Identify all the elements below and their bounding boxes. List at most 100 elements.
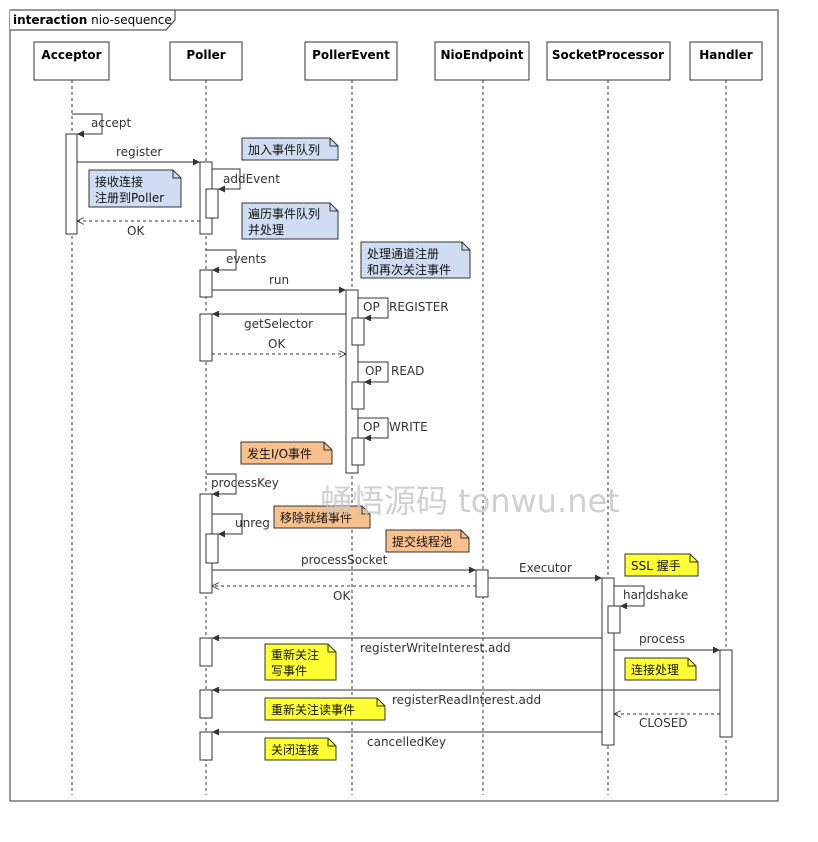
activation-poller [199,637,213,667]
note-text: 重新关注 [271,647,319,662]
participant-label: PollerEvent [312,48,390,62]
activation-socket-processor-nested [607,605,621,634]
note-conn-handle: 连接处理 [624,657,697,681]
arrow-events [206,249,237,274]
activation-poller [199,313,213,362]
note-remove-ready: 移除就绪事件 [273,505,371,529]
op-prefix: OP [365,364,382,378]
note-text: SSL 握手 [631,558,681,573]
participant-nio-endpoint: NioEndpoint [434,41,530,81]
activations [65,133,733,761]
note-text: 重新关注读事件 [271,702,355,717]
arrow-handshake [614,585,645,610]
note-text: 发生I/O事件 [247,446,312,461]
participant-handler: Handler [689,41,763,81]
msg-label-ok2: OK [268,337,286,351]
msg-label-process-socket: processSocket [301,553,388,567]
note-ssl: SSL 握手 [624,553,699,577]
op-prefix: OP [363,300,380,314]
note-submit-pool: 提交线程池 [385,529,470,553]
watermark: 蛹悟源码 tonwu.net [320,482,620,520]
arrow-accept [72,113,103,138]
participant-acceptor: Acceptor [33,41,110,81]
activation-handler [719,649,733,738]
notes: 加入事件队列 接收连接 注册到Poller 遍历事件队列 并处理 处理通道注册 … [88,137,699,761]
arrow-process-key [206,473,237,498]
interaction-frame [9,9,779,802]
activation-acceptor [65,133,78,235]
activation-poller-nested [205,533,219,564]
msg-label-closed: CLOSED [639,716,688,730]
msg-label-process: process [639,632,685,646]
activation-poller-event-nested [351,437,365,466]
msg-label-handshake: handshake [623,588,688,602]
note-text: 连接处理 [631,662,679,677]
participant-label: Handler [699,48,753,62]
note-channel-reg: 处理通道注册 和再次关注事件 [360,241,471,279]
note-text: 注册到Poller [95,190,164,205]
msg-label-unreg: unreg [235,516,270,530]
message-labels: accept register addEvent OK events run O… [91,116,688,749]
msg-label-register-write: registerWriteInterest.add [360,641,511,655]
msg-label-ok1: OK [127,224,145,238]
note-accept-conn: 接收连接 注册到Poller [88,169,182,208]
note-text: 提交线程池 [392,534,452,549]
msg-label-ok3: OK [333,589,351,603]
activation-poller [199,269,213,298]
arrow-op-register [358,297,389,322]
msg-label-op-read: READ [391,364,424,378]
frame-tab [10,9,176,31]
msg-label-cancelled-key: cancelledKey [367,735,446,749]
note-reread: 重新关注读事件 [264,697,386,721]
msg-label-get-selector: getSelector [244,317,313,331]
note-text: 关闭连接 [271,742,319,757]
activation-poller [199,731,213,761]
message-arrows [72,113,720,736]
arrow-add-event [212,168,241,193]
msg-label-events: events [226,252,266,266]
msg-label-run: run [269,273,289,287]
participant-label: Poller [186,48,225,62]
msg-label-register-read: registerReadInterest.add [392,693,541,707]
activation-poller-event-nested [351,381,365,410]
activation-poller-nested [205,188,219,219]
participant-poller: Poller [169,41,243,81]
activation-socket-processor [601,577,615,746]
participant-poller-event: PollerEvent [304,41,398,81]
note-close-conn: 关闭连接 [264,737,337,761]
msg-label-op-write: WRITE [389,420,428,434]
msg-label-process-key: processKey [211,476,279,490]
participant-label: SocketProcessor [552,48,664,62]
note-text: 遍历事件队列 [248,206,320,221]
note-text: 和再次关注事件 [367,262,451,277]
note-text: 加入事件队列 [248,142,320,157]
arrow-op-write [358,417,389,442]
note-text: 移除就绪事件 [280,510,352,525]
frame-keyword: interaction [13,13,87,27]
activation-poller-event-nested [351,317,365,346]
note-traverse: 遍历事件队列 并处理 [241,202,339,240]
msg-label-add-event: addEvent [223,172,280,186]
note-text: 处理通道注册 [367,246,439,261]
note-text: 接收连接 [95,174,143,189]
note-text: 写事件 [271,664,307,678]
msg-label-accept: accept [91,116,132,130]
msg-label-executor: Executor [519,561,572,575]
frame-label: interaction nio-sequence [13,13,172,27]
frame-name: nio-sequence [91,13,172,27]
note-rewrite: 重新关注 写事件 [264,643,337,681]
participant-label: NioEndpoint [441,48,524,62]
participant-socket-processor: SocketProcessor [546,41,671,81]
activation-poller [199,689,213,719]
arrow-op-read [358,361,389,386]
msg-label-register: register [116,145,162,159]
note-enqueue: 加入事件队列 [241,137,339,161]
participant-label: Acceptor [41,48,101,62]
activation-nio-endpoint [475,569,489,598]
arrow-unreg [212,513,243,538]
msg-label-op-register: REGISTER [389,300,449,314]
op-prefix: OP [363,420,380,434]
note-io-event: 发生I/O事件 [240,441,333,465]
note-text: 并处理 [248,223,284,237]
